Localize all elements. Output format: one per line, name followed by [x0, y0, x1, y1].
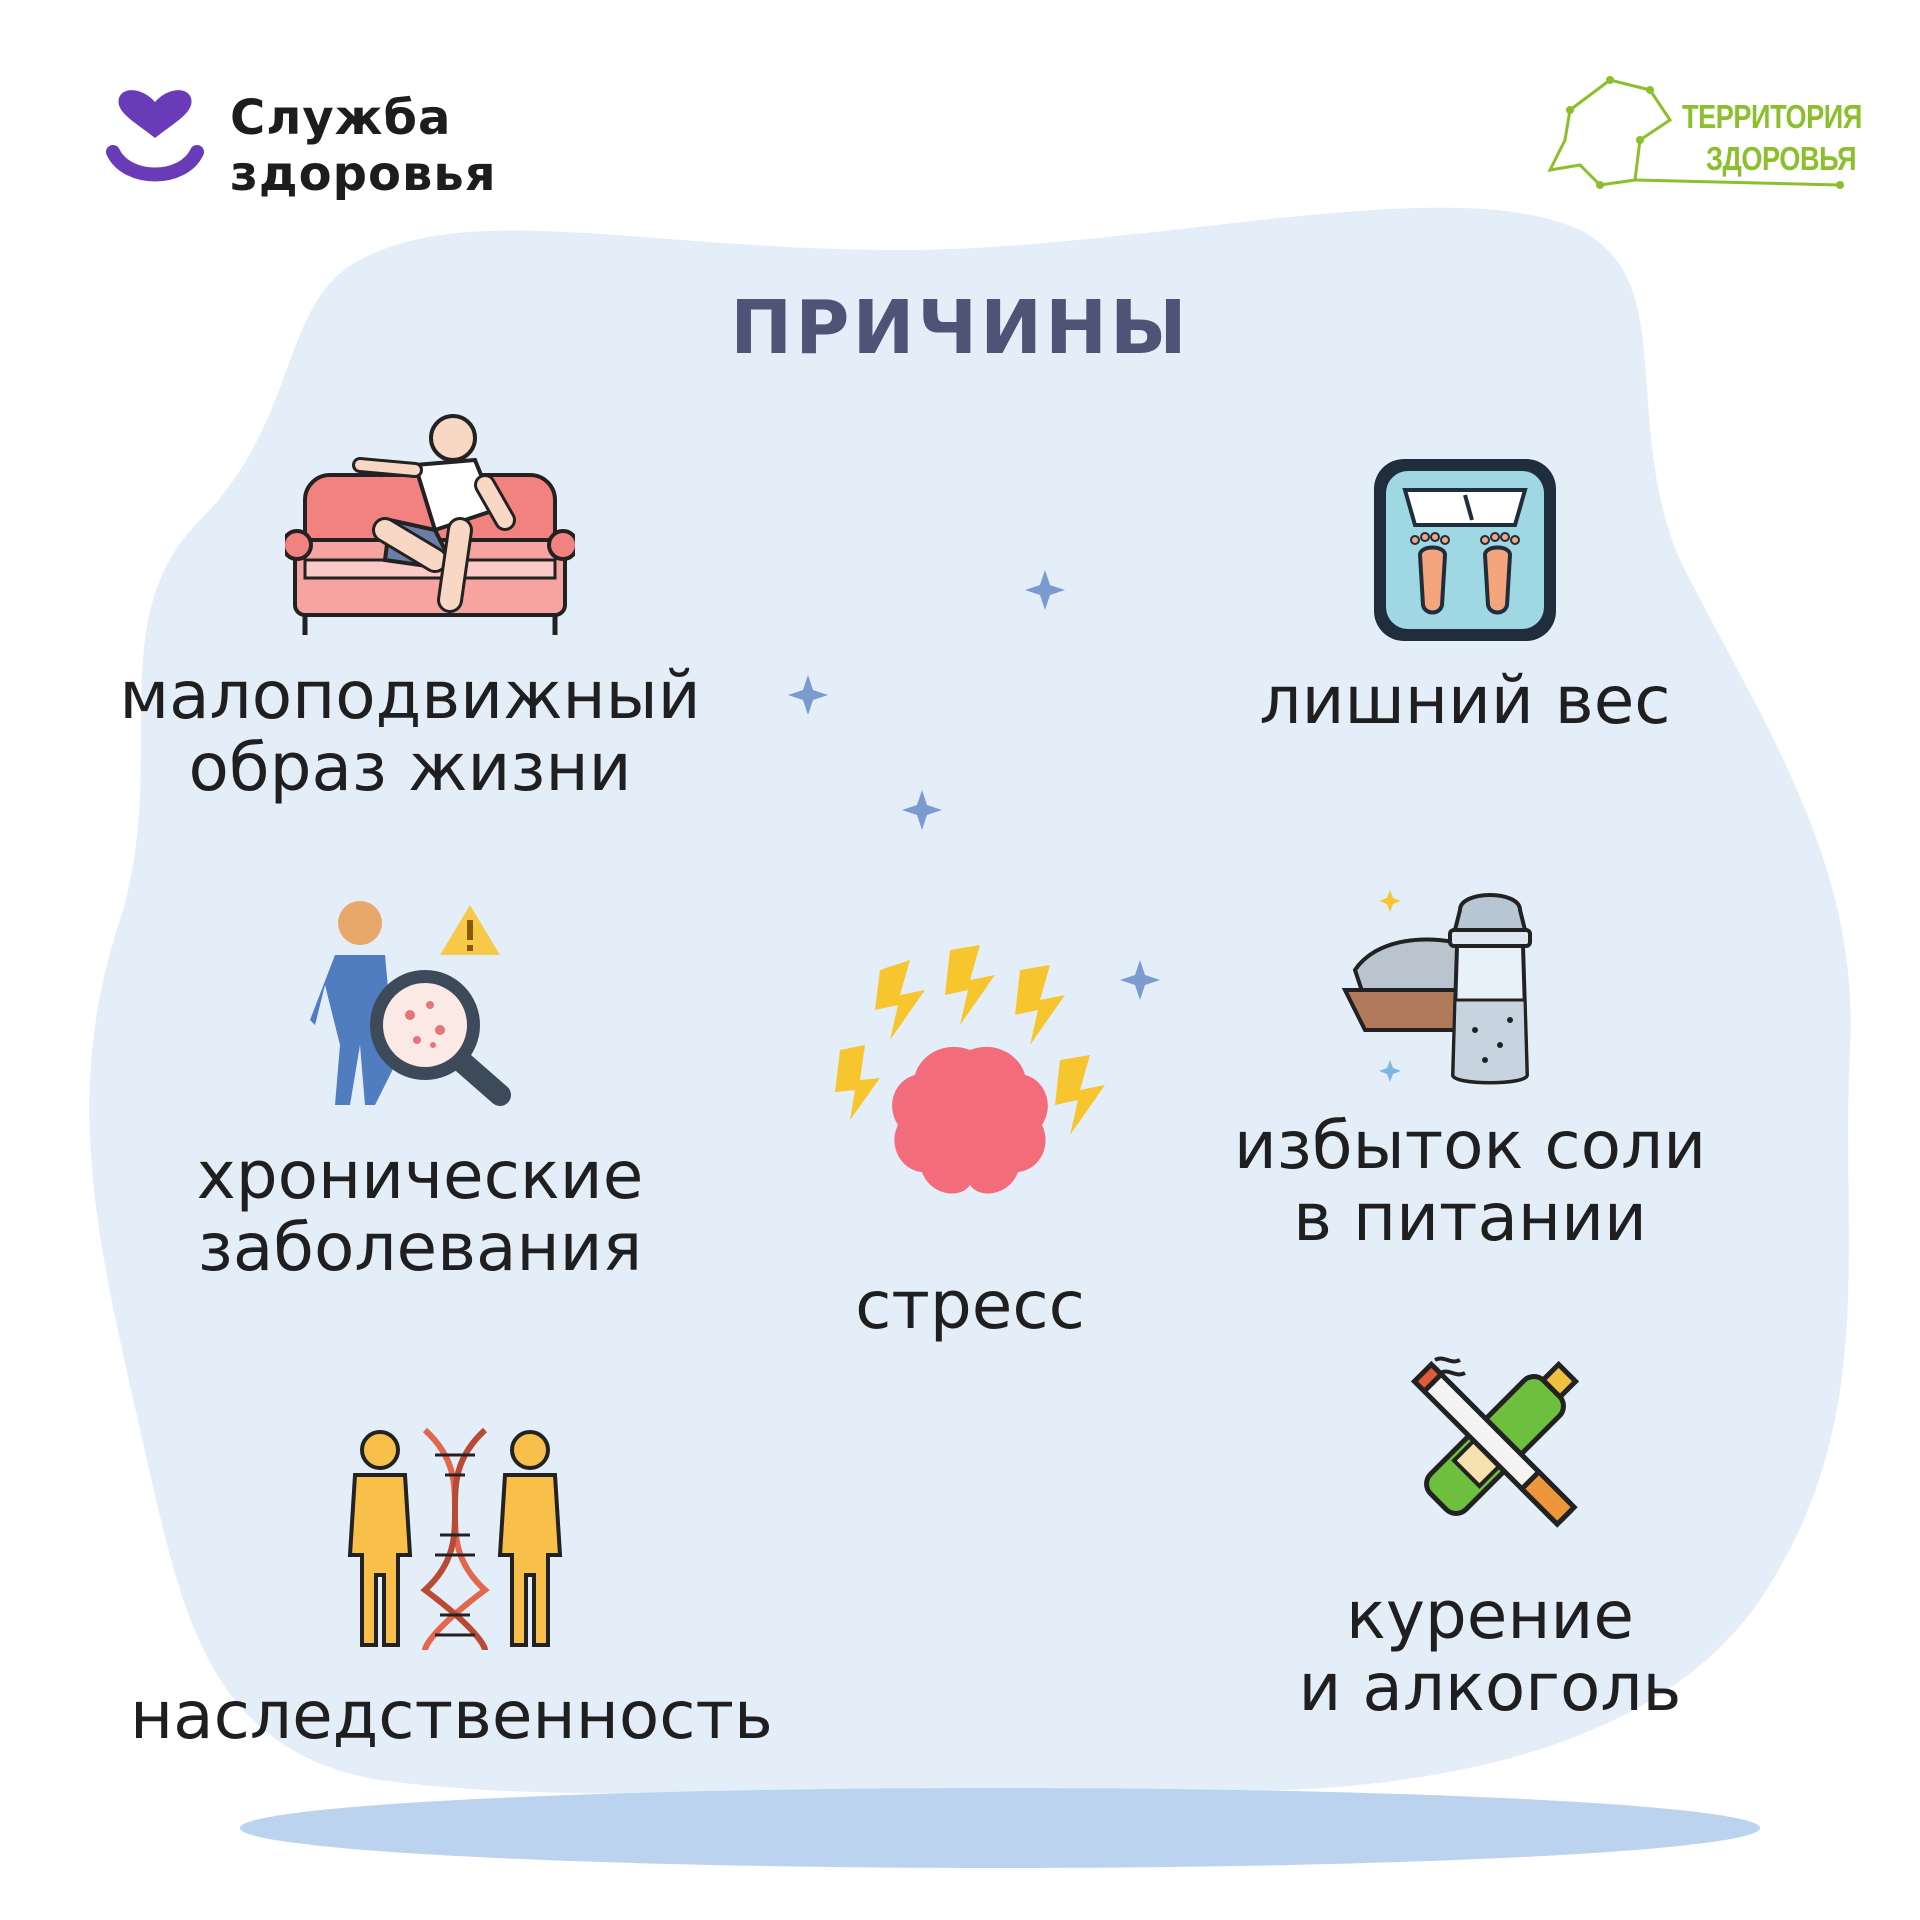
- cause-label: хронические заболевания: [196, 1137, 644, 1286]
- dna-people-icon: [347, 1427, 563, 1651]
- brand-right-line1: ТЕРРИТОРИЯ: [1682, 98, 1862, 135]
- cause-sedentary: малоподвижный образ жизни: [110, 410, 710, 810]
- cause-label: избыток соли в питании: [1233, 1107, 1707, 1256]
- cigarette-bottle-icon: [1410, 1356, 1580, 1528]
- salt-shaker-icon: [1341, 890, 1532, 1085]
- cause-chronic: хронические заболевания: [160, 895, 680, 1284]
- sofa-person-icon: [285, 414, 575, 635]
- page-title: ПРИЧИНЫ: [730, 285, 1190, 371]
- cause-label: стресс: [855, 1267, 1085, 1344]
- heart-smile-icon: [106, 90, 204, 182]
- cause-label: курение и алкоголь: [1298, 1577, 1682, 1726]
- cause-label: наследственность: [130, 1677, 773, 1754]
- brand-logo-sluzhba: Служба здоровья: [105, 90, 525, 202]
- region-map-icon: [1547, 76, 1844, 189]
- scale-icon: [1374, 459, 1556, 641]
- magnifier-person-icon: [310, 901, 511, 1106]
- cause-stress: стресс: [800, 940, 1140, 1344]
- cause-label: лишний вес: [1259, 662, 1671, 739]
- brand-right-line2: ЗДОРОВЬЯ: [1706, 140, 1857, 177]
- brand-logo-territoriya: ТЕРРИТОРИЯ ЗДОРОВЬЯ: [1540, 70, 1862, 200]
- cause-heredity: наследственность: [130, 1425, 773, 1752]
- cause-smoking-alcohol: курение и алкоголь: [1240, 1345, 1740, 1735]
- stress-brain-icon: [835, 945, 1105, 1194]
- cause-label: малоподвижный образ жизни: [119, 657, 701, 806]
- cause-overweight: лишний вес: [1220, 455, 1720, 755]
- cause-salt: избыток соли в питании: [1230, 880, 1710, 1254]
- brand-name: Служба здоровья: [230, 90, 497, 202]
